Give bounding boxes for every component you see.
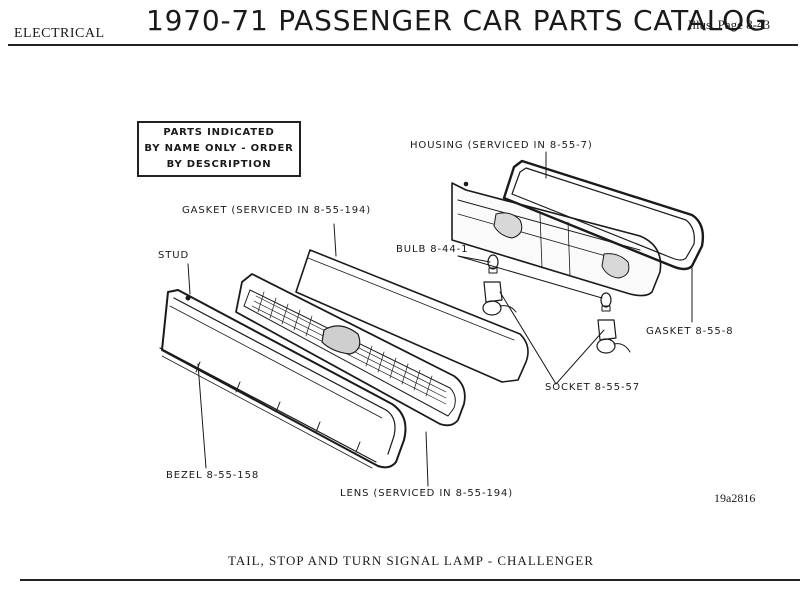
housing-label: HOUSING (SERVICED IN 8-55-7) xyxy=(410,140,593,151)
figure-reference: 19a2816 xyxy=(714,491,756,505)
page-title: 1970-71 PASSENGER CAR PARTS CATALOG xyxy=(146,4,768,37)
bulb-label: BULB 8-44-1 xyxy=(396,244,469,255)
gasket-frame-part xyxy=(502,159,705,271)
gasket-upper-label: GASKET (SERVICED IN 8-55-194) xyxy=(182,205,372,216)
socket-label: SOCKET 8-55-57 xyxy=(545,382,640,393)
notice-line-3: BY DESCRIPTION xyxy=(166,159,272,170)
leader-lines xyxy=(187,151,693,487)
notice-box: PARTS INDICATED BY NAME ONLY - ORDER BY … xyxy=(137,121,301,177)
lens-label: LENS (SERVICED IN 8-55-194) xyxy=(340,488,514,499)
stud-label: STUD xyxy=(158,250,190,261)
illus-page-number: Illus. Page 8-43 xyxy=(688,17,770,32)
notice-line-2: BY NAME ONLY - ORDER xyxy=(144,143,294,154)
footer-rule xyxy=(20,579,800,581)
lens-part xyxy=(235,273,466,427)
socket-part xyxy=(482,281,631,354)
figure-caption: TAIL, STOP AND TURN SIGNAL LAMP - CHALLE… xyxy=(228,553,595,568)
gasket-plate-part xyxy=(295,249,529,383)
section-label: ELECTRICAL xyxy=(14,26,105,41)
bezel-part xyxy=(159,289,407,469)
housing-part xyxy=(451,181,662,297)
notice-line-1: PARTS INDICATED xyxy=(163,127,275,138)
gasket-lower-label: GASKET 8-55-8 xyxy=(646,326,734,337)
header-rule xyxy=(8,44,798,46)
bezel-label: BEZEL 8-55-158 xyxy=(166,470,260,481)
